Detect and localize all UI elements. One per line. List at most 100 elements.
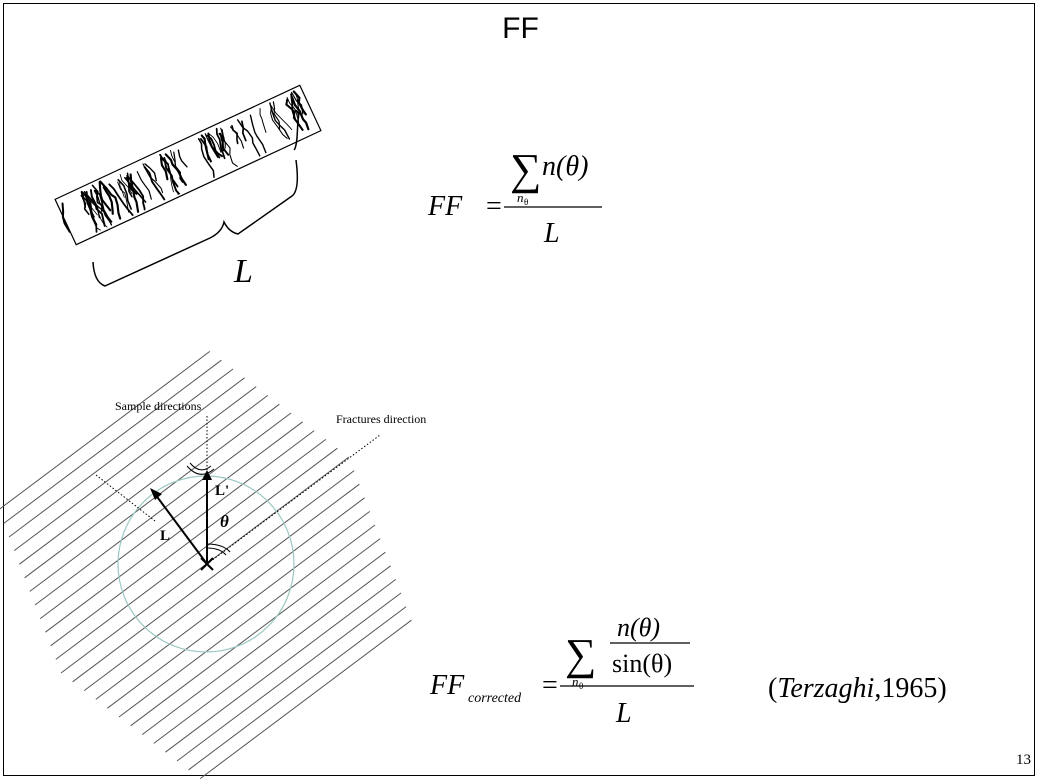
angle-arc-theta-2: [206, 543, 231, 553]
fracture-line: [107, 510, 371, 709]
core-crack: [81, 190, 101, 219]
citation-author: Terzaghi: [777, 673, 874, 704]
fracture-line: [13, 377, 245, 551]
formula-ff-numerator: n(θ): [542, 151, 588, 182]
fracture-line: [72, 470, 355, 683]
fracture-line: [188, 606, 407, 771]
core-sample-sketch: [54, 84, 322, 246]
core-crack: [159, 157, 169, 181]
fracture-line: [153, 565, 391, 744]
core-crack: [286, 96, 300, 123]
core-length-label: L: [233, 253, 253, 290]
formula-ff-sum-index-sub: θ: [524, 197, 528, 207]
fracture-line: [0, 350, 211, 510]
core-crack: [249, 114, 267, 154]
formula-corrected-inner-numerator: n(θ): [617, 613, 660, 642]
core-crack: [290, 96, 310, 131]
sample-length-label: L: [160, 528, 170, 544]
core-crack: [119, 174, 133, 195]
fracture-line: [34, 412, 292, 606]
core-crack: [159, 153, 179, 188]
core-crack: [102, 186, 114, 215]
fracture-line: [55, 447, 338, 660]
formula-ff-denominator: L: [543, 218, 560, 249]
core-crack: [117, 181, 130, 213]
core-crack: [91, 184, 103, 212]
core-crack: [197, 137, 215, 178]
core-crack: [99, 180, 122, 220]
fracture-line: [130, 538, 381, 727]
fracture-line: [199, 619, 412, 779]
core-crack: [143, 166, 166, 201]
core-length-brace-right: [293, 109, 300, 151]
fracture-line: [19, 386, 257, 565]
core-crack: [200, 134, 212, 163]
core-length-brace-bottom: [92, 159, 299, 287]
formula-corrected-sum: ∑: [565, 630, 596, 679]
core-crack: [241, 120, 247, 142]
angle-arc-top: [189, 462, 212, 471]
core-crack: [259, 107, 267, 133]
formula-ff-sum: ∑: [510, 145, 541, 194]
core-crack: [124, 177, 147, 203]
origin-cross-b: [200, 557, 214, 571]
core-crack: [117, 178, 132, 210]
sample-directions-label: Sample directions: [115, 399, 202, 413]
fracture-lines: [0, 350, 412, 779]
fracture-line: [176, 592, 402, 762]
formula-corrected-lhs: FF: [429, 670, 465, 701]
core-crack: [83, 194, 101, 231]
core-crack: [144, 163, 157, 182]
citation: (Terzaghi,1965): [768, 673, 947, 704]
fracture-line: [24, 394, 269, 579]
fractures-direction-label: Fractures direction: [336, 412, 426, 426]
core-crack: [207, 132, 222, 153]
fracture-line: [39, 421, 303, 619]
core-crack: [173, 151, 184, 183]
slide-frame: [3, 3, 1035, 776]
core-crack: [230, 126, 245, 149]
core-crack: [207, 132, 224, 158]
core-crack: [204, 133, 219, 158]
formula-corrected-lhs-subscript: corrected: [468, 691, 522, 706]
core-crack: [219, 132, 230, 156]
core-crack: [87, 195, 108, 228]
core-crack: [221, 129, 226, 149]
citation-rest: ,1965): [874, 673, 946, 704]
core-crack: [87, 194, 98, 216]
core-crack: [285, 98, 304, 131]
fracture-line: [45, 430, 315, 633]
fracture-line: [83, 483, 360, 691]
fracture-line: [165, 579, 397, 753]
formula-ff-lhs: FF: [427, 191, 463, 222]
core-crack: [269, 102, 291, 140]
formula-corrected-inner-denominator: sin(θ): [612, 649, 672, 678]
core-crack: [163, 156, 181, 195]
core-crack: [82, 192, 86, 209]
fractures-direction-line: [206, 434, 381, 565]
core-crack: [89, 189, 106, 227]
core-crack: [164, 153, 187, 186]
core-crack: [119, 180, 125, 198]
core-crack: [215, 127, 226, 160]
formula-corrected-equals: =: [542, 670, 558, 701]
angle-arc-top-2: [186, 465, 215, 475]
core-crack: [85, 193, 107, 214]
angle-arc-theta: [206, 547, 227, 556]
sample-arrow-l: [154, 493, 208, 565]
fracture-line: [95, 497, 365, 700]
sample-arrow-lprime-head: [202, 470, 212, 480]
angle-theta-label: θ: [220, 512, 229, 531]
core-crack: [126, 174, 146, 211]
core-crack: [61, 202, 71, 233]
core-crack: [136, 170, 152, 200]
formula-corrected-sum-index: n: [572, 674, 579, 689]
core-crack: [83, 190, 95, 218]
page-number: 13: [1016, 752, 1031, 768]
citation-open: (: [768, 673, 777, 704]
fracture-line: [118, 524, 376, 718]
